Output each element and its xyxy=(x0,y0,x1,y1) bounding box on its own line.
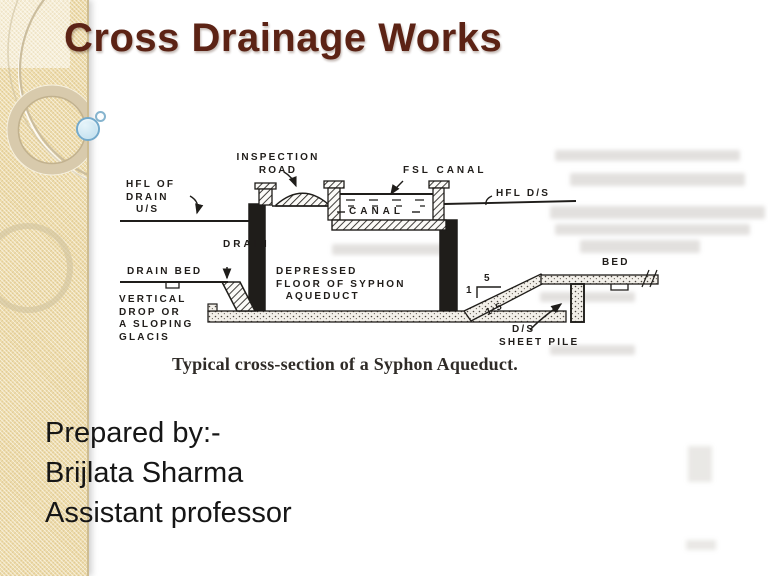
label-hfl-of-drain-us: HFL OF DRAIN U/S xyxy=(126,179,176,215)
label-hfl-ds: HFL D/S xyxy=(496,188,551,199)
label-slope-ratio-1: 1 xyxy=(466,285,474,296)
scan-ghost-text xyxy=(550,206,765,219)
decorative-corner-square xyxy=(0,0,70,68)
scan-ghost-text xyxy=(555,150,740,161)
scan-ghost-text xyxy=(332,244,444,255)
page-title: Cross Drainage Works xyxy=(64,16,503,60)
diagram-caption: Typical cross-section of a Syphon Aquedu… xyxy=(172,354,518,374)
decorative-dot-small xyxy=(95,111,106,122)
footer-line-author: Brijlata Sharma xyxy=(45,457,244,489)
scan-ghost-text xyxy=(555,224,750,235)
label-bed: BED xyxy=(602,257,630,268)
decorative-dot-large xyxy=(76,117,100,141)
scan-ghost-text xyxy=(550,345,635,355)
label-fsl-canal: FSL CANAL xyxy=(403,165,487,176)
syphon-aqueduct-diagram: INSPECTION ROAD HFL OF DRAIN U/S FSL CAN… xyxy=(100,140,768,390)
scan-ghost-text xyxy=(688,446,712,482)
label-vertical-drop-glacis: VERTICAL DROP OR A SLOPING GLACIS xyxy=(119,294,194,343)
label-inspection-road: INSPECTION ROAD xyxy=(236,152,320,176)
decorative-circles xyxy=(0,0,87,313)
scan-ghost-text xyxy=(540,292,635,302)
scan-ghost-text xyxy=(580,240,700,253)
label-canal: CANAL xyxy=(349,206,404,217)
label-sheet-pile: SHEET PILE xyxy=(499,337,580,348)
scan-ghost-text xyxy=(686,540,716,550)
footer-text: Prepared by:- Brijlata Sharma Assistant … xyxy=(45,413,292,533)
label-drain-bed: DRAIN BED xyxy=(127,266,203,277)
footer-line-prepared-by: Prepared by:- xyxy=(45,417,221,449)
footer-line-designation: Assistant professor xyxy=(45,497,292,529)
decorative-left-strip xyxy=(0,0,89,576)
label-slope-ratio-5: 5 xyxy=(484,273,492,284)
label-drain: DRAIN xyxy=(223,239,270,250)
label-depressed-floor: DEPRESSED FLOOR OF SYPHON AQUEDUCT xyxy=(276,266,406,302)
scan-ghost-text xyxy=(570,173,745,186)
diagram-linework xyxy=(120,171,659,331)
label-ds: D/S xyxy=(512,324,536,335)
